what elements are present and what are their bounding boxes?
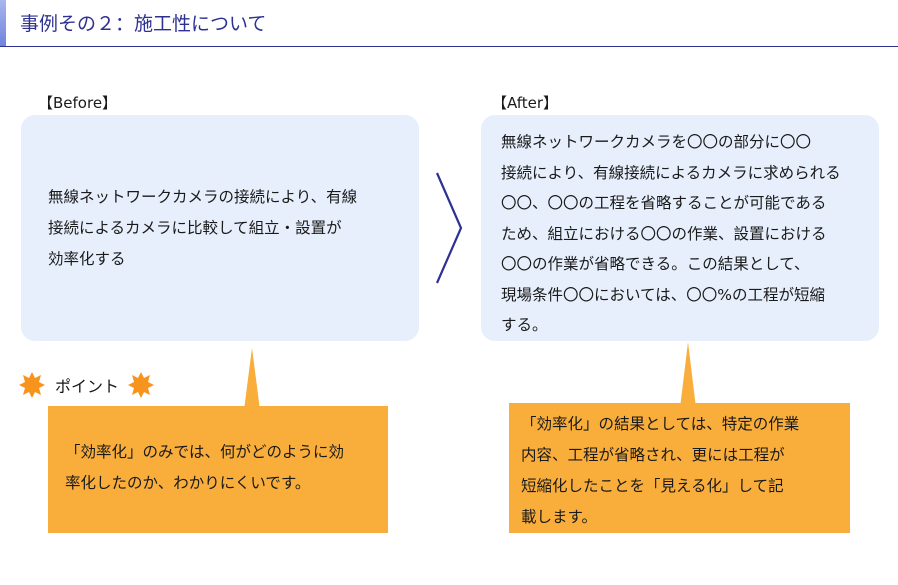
callout-pointer (244, 348, 260, 410)
callout-left-line: 率化したのか、わかりにくいです。 (65, 474, 311, 492)
callout-right-line: 載します。 (521, 508, 597, 526)
before-line: 無線ネットワークカメラの接続により、有線 (48, 188, 358, 206)
before-text: 無線ネットワークカメラの接続により、有線 接続によるカメラに比較して組立・設置が… (48, 182, 419, 275)
callout-right: 「効率化」の結果としては、特定の作業 内容、工程が省略され、更には工程が 短縮化… (509, 403, 850, 533)
before-panel: 無線ネットワークカメラの接続により、有線 接続によるカメラに比較して組立・設置が… (21, 115, 419, 341)
point-label: ポイント (55, 377, 120, 396)
callout-right-line: 内容、工程が省略され、更には工程が (521, 446, 785, 464)
starburst-icon (19, 372, 45, 398)
after-line: 〇〇、〇〇の工程を省略することが可能である (501, 194, 827, 212)
before-line: 接続によるカメラに比較して組立・設置が (48, 219, 342, 237)
after-line: 接続により、有線接続によるカメラに求められる (501, 163, 841, 182)
header-accent-bar (0, 0, 6, 46)
callout-left-line: 「効率化」のみでは、何がどのように効 (65, 443, 345, 461)
before-label: 【Before】 (38, 94, 118, 112)
callout-left: 「効率化」のみでは、何がどのように効 率化したのか、わかりにくいです。 (48, 406, 388, 533)
slide-header: 事例その２：施工性について (0, 0, 898, 47)
callout-pointer (680, 342, 696, 408)
after-line: 現場条件〇〇においては、〇〇%の工程が短縮 (501, 285, 825, 304)
callout-right-line: 短縮化したことを「見える化」して記 (521, 477, 784, 495)
after-text: 無線ネットワークカメラを〇〇の部分に〇〇 接続により、有線接続によるカメラに求め… (501, 127, 879, 341)
after-line: 無線ネットワークカメラを〇〇の部分に〇〇 (501, 133, 812, 151)
after-line: する。 (501, 316, 548, 334)
slide-title: 事例その２：施工性について (20, 13, 267, 35)
callout-right-line: 「効率化」の結果としては、特定の作業 (521, 415, 800, 433)
before-line: 効率化する (48, 250, 126, 268)
starburst-icon (128, 372, 154, 398)
after-line: 〇〇の作業が省略できる。この結果として、 (501, 255, 810, 273)
after-panel: 無線ネットワークカメラを〇〇の部分に〇〇 接続により、有線接続によるカメラに求め… (481, 115, 879, 341)
after-label: 【After】 (492, 94, 559, 112)
after-line: ため、組立における〇〇の作業、設置における (501, 224, 827, 243)
chevron-right-icon (435, 172, 463, 284)
